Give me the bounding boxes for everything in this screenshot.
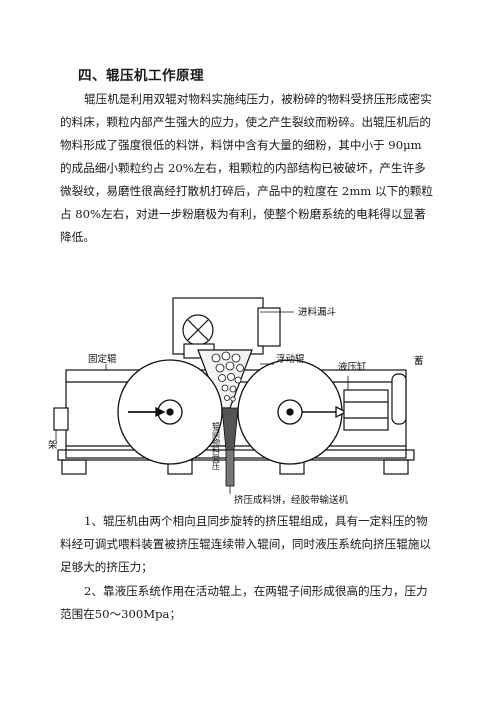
paragraph-point-2: 2、靠液压系统作用在活动辊上，在两辊子间形成很高的压力，压力范围在50～300M… [60,584,428,621]
feed-hopper [172,297,281,409]
hydraulic-cylinder [343,373,407,431]
paragraph-point-1: 1、辊压机由两个相向且同步旋转的挤压辊组成，具有一定料压的物料经可调式喂料装置被… [60,514,432,574]
floating-roller [237,359,348,465]
label-frame: 架 [48,440,58,451]
nip-material [221,407,239,487]
label-floating-roller: 浮动辊 [276,353,305,365]
label-bottom: 挤压成料饼，经胶带输送机 [234,494,349,506]
fixed-roller [117,359,223,465]
paragraph-principle: 辊压机是利用双辊对物料实施纯压力，被粉碎的物料受挤压形成密实的料床，颗粒内部产生… [60,92,433,244]
label-feed-hopper: 进料漏斗 [298,306,336,318]
label-hydraulic-cylinder: 液压缸 [338,361,367,373]
roller-press-diagram: 进料漏斗 固定辊 浮动辊 液压缸 蓄 架 辊间物料受压 挤压成料饼，经胶带输送机 [48,290,440,510]
label-accumulator: 蓄 [414,355,424,367]
section-title: 四、辊压机工作原理 [78,68,204,84]
label-fixed-roller: 固定辊 [88,353,117,365]
label-vertical: 辊间物料受压 [212,421,221,471]
